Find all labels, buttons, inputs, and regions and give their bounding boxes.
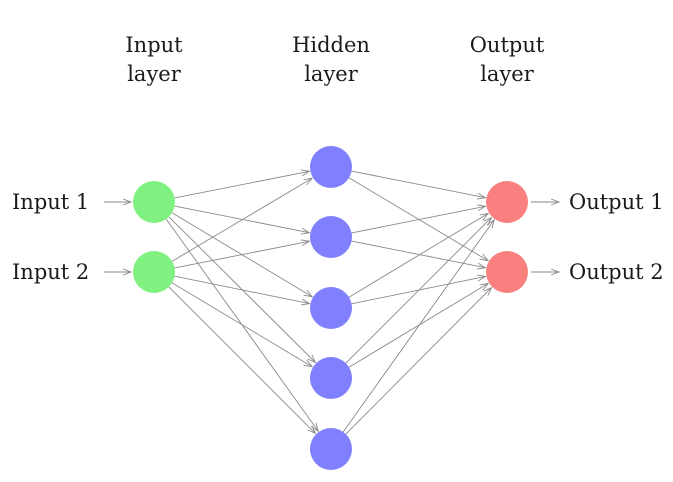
- output-node-1: [486, 181, 528, 223]
- hidden-node-5: [310, 428, 352, 470]
- edge-l2-n5-to-n1: [342, 220, 494, 433]
- output-node-2: [486, 251, 528, 293]
- hidden-layer-title-line1: Hidden: [292, 33, 370, 57]
- hidden-layer-title-line2: layer: [304, 62, 359, 86]
- edge-l1-n2-to-n4: [171, 282, 312, 367]
- output-layer-title-line2: layer: [480, 62, 535, 86]
- edge-l2-n3-to-n1: [348, 213, 488, 298]
- output-2-label: Output 2: [569, 260, 664, 284]
- edge-l1-n2-to-n1: [171, 178, 312, 262]
- edge-l2-n1-to-n1: [351, 170, 486, 198]
- input-layer-title-line1: Input: [125, 33, 183, 57]
- output-layer-title-line1: Output: [470, 33, 545, 57]
- edge-l2-n2-to-n1: [351, 206, 486, 234]
- edge-l2-n2-to-n2: [351, 240, 486, 268]
- edge-l1-n2-to-n3: [174, 275, 310, 303]
- connection-edges: [165, 170, 494, 435]
- input-node-2: [133, 251, 175, 293]
- edge-l1-n2-to-n2: [174, 241, 310, 269]
- input-node-1: [133, 181, 175, 223]
- edge-l1-n2-to-n5: [168, 286, 316, 434]
- hidden-node-1: [310, 146, 352, 188]
- input-1-label: Input 1: [12, 190, 89, 214]
- hidden-node-3: [310, 287, 352, 329]
- edge-l1-n1-to-n1: [174, 171, 310, 199]
- input-2-label: Input 2: [12, 260, 89, 284]
- hidden-node-2: [310, 216, 352, 258]
- edge-l2-n5-to-n2: [345, 288, 492, 435]
- input-layer-title-line2: layer: [127, 62, 182, 86]
- output-1-label: Output 1: [569, 190, 664, 214]
- hidden-node-4: [310, 357, 352, 399]
- edge-l2-n4-to-n1: [345, 218, 492, 364]
